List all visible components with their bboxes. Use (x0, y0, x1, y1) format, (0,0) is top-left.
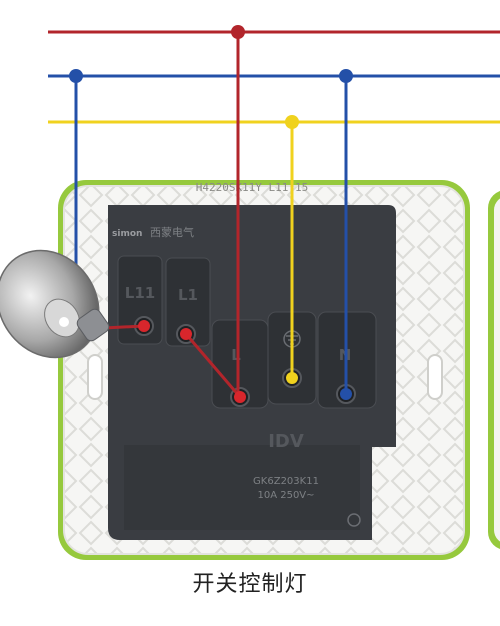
earth-connection-dot (286, 372, 298, 384)
terminal-label-l11: L11 (125, 284, 155, 302)
lamp-icon (0, 249, 110, 359)
l11-connection-dot (138, 320, 150, 332)
brand-label-cn: 西蒙电气 (150, 225, 194, 239)
l-connection-dot (234, 391, 246, 403)
brand-label: simon (112, 229, 142, 239)
socket-rating: 10A 250V~ (257, 490, 314, 501)
live-junction-dot (231, 25, 245, 39)
adjacent-panel-face (494, 198, 500, 542)
neutral-junction-dot (339, 69, 353, 83)
diagram-caption: 开关控制灯 (192, 572, 308, 597)
earth-junction-dot (285, 115, 299, 129)
socket-logo: IDV (268, 431, 304, 452)
panel-top-code: H4220SK11Y L11 15 (196, 181, 309, 194)
socket-body-shade (124, 445, 360, 530)
socket-model: GK6Z203K11 (253, 476, 319, 487)
terminal-label-l1: L1 (178, 286, 198, 304)
terminal-block-l1 (165, 257, 211, 347)
jumper-wire-l1-l (184, 333, 242, 398)
n-connection-dot (340, 388, 352, 400)
terminal-label-l: L (231, 346, 241, 364)
mounting-slot-right (427, 354, 443, 400)
l1-connection-dot (180, 328, 192, 340)
lamp-switched-wire (103, 324, 145, 330)
cert-mark-icon (347, 513, 361, 527)
lamp-neutral-junction-dot (69, 69, 83, 83)
mounting-slot-left (87, 354, 103, 400)
panel-face-edge (63, 185, 465, 555)
